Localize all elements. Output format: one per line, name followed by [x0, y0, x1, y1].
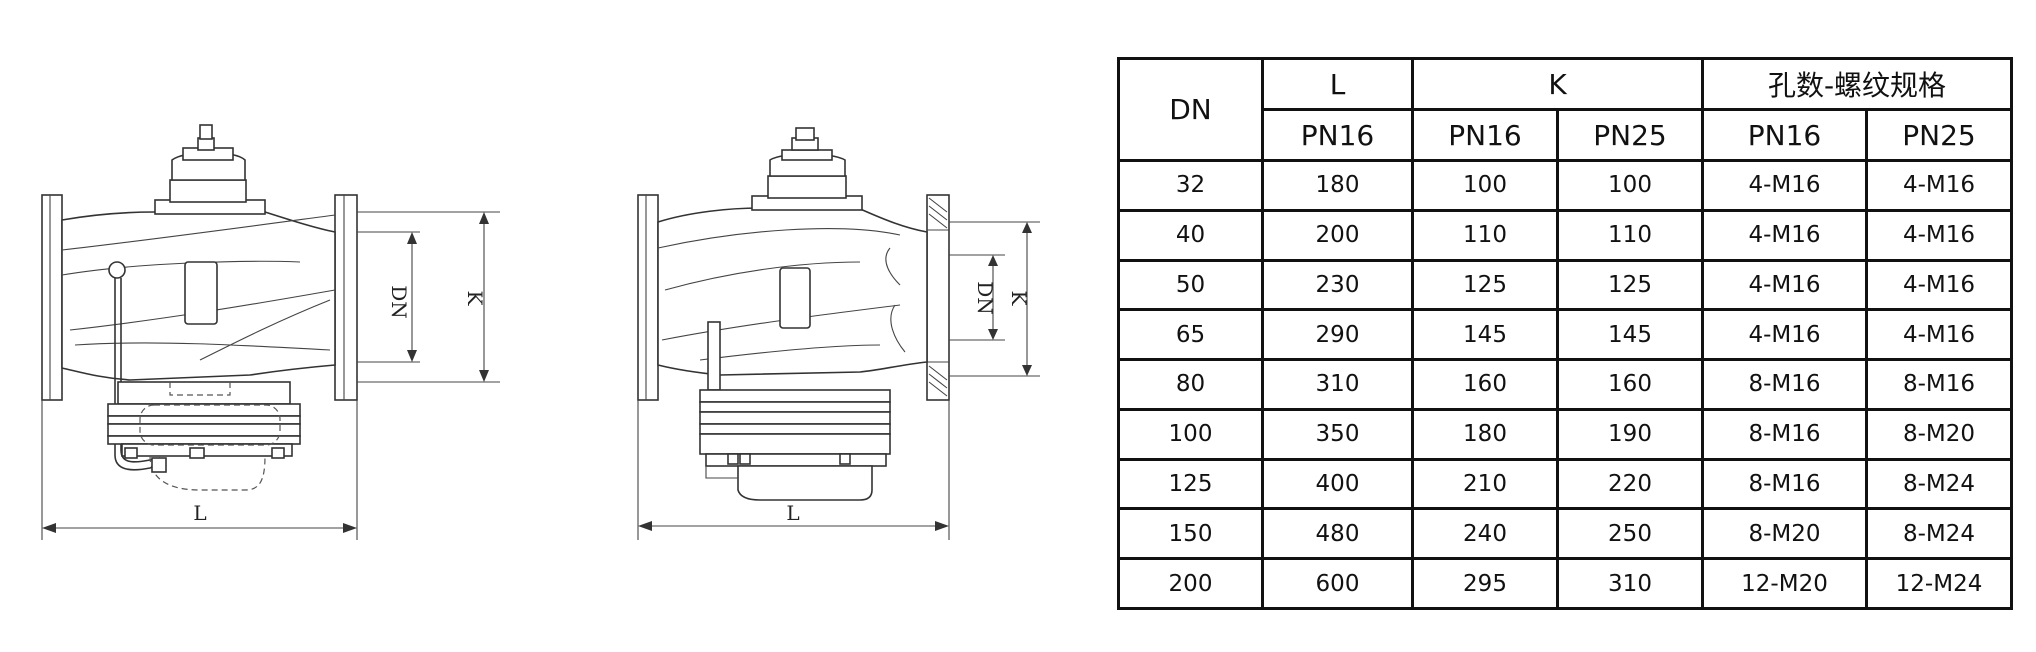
header-holes-thread: 孔数-螺纹规格: [1700, 57, 2014, 111]
right-k-label: K: [1007, 291, 1031, 307]
cell-k-pn25: 160: [1556, 358, 1704, 411]
cell-k-pn16: 160: [1411, 358, 1559, 411]
cell-l-pn16: 480: [1261, 507, 1414, 561]
cell-holes-pn25: 12-M24: [1864, 557, 2014, 610]
left-dn-label: DN: [387, 285, 411, 319]
cell-holes-pn25: 8-M24: [1864, 457, 2014, 511]
cell-holes-pn16: 4-M16: [1701, 159, 1868, 212]
cell-holes-pn16: 8-M16: [1701, 457, 1868, 511]
header-l-pn16: PN16: [1261, 108, 1414, 162]
cell-l-pn16: 230: [1261, 258, 1414, 312]
cell-holes-pn25: 8-M24: [1864, 507, 2014, 561]
cell-k-pn16: 180: [1411, 407, 1559, 461]
cell-l-pn16: 400: [1261, 457, 1414, 511]
cell-holes-pn16: 8-M16: [1701, 407, 1868, 461]
header-l: L: [1261, 57, 1414, 111]
table-row: 150 480 240 250 8-M20 8-M24: [1117, 507, 2014, 561]
cell-k-pn16: 110: [1411, 208, 1559, 262]
table-row: 32 180 100 100 4-M16 4-M16: [1117, 159, 2014, 212]
cell-l-pn16: 200: [1261, 208, 1414, 262]
table-header-row-1: DN L K 孔数-螺纹规格: [1117, 57, 2014, 162]
cell-dn: 100: [1117, 407, 1264, 461]
cell-k-pn25: 110: [1556, 208, 1704, 262]
table-header-row-2: PN16 PN16 PN25 PN16 PN25: [1119, 108, 2014, 162]
cell-k-pn25: 125: [1556, 258, 1704, 312]
cell-holes-pn16: 8-M20: [1701, 507, 1868, 561]
cell-l-pn16: 180: [1261, 159, 1414, 212]
cell-k-pn25: 145: [1556, 308, 1704, 362]
cell-holes-pn16: 4-M16: [1701, 208, 1868, 262]
cell-holes-pn25: 8-M16: [1864, 358, 2014, 411]
cell-holes-pn16: 8-M16: [1701, 358, 1868, 411]
cell-k-pn16: 125: [1411, 258, 1559, 312]
right-l-label: L: [786, 501, 799, 525]
cell-dn: 65: [1117, 308, 1264, 362]
header-holes-pn25: PN25: [1864, 108, 2014, 162]
cell-holes-pn25: 4-M16: [1864, 258, 2014, 312]
table-row: 65 290 145 145 4-M16 4-M16: [1117, 308, 2014, 362]
cell-dn: 150: [1117, 507, 1264, 561]
left-valve-drawing: DN K L: [41, 124, 500, 540]
cell-k-pn25: 220: [1556, 457, 1704, 511]
cell-k-pn16: 100: [1411, 159, 1559, 212]
cell-dn: 125: [1117, 457, 1264, 511]
cell-holes-pn16: 4-M16: [1701, 258, 1868, 312]
table-row: 125 400 210 220 8-M16 8-M24: [1117, 457, 2014, 511]
table-row: 200 600 295 310 12-M20 12-M24: [1117, 557, 2014, 610]
cell-k-pn25: 250: [1556, 507, 1704, 561]
valve-drawings: DN K L: [41, 124, 1040, 540]
cell-l-pn16: 290: [1261, 308, 1414, 362]
cell-dn: 40: [1117, 208, 1264, 262]
header-k-pn25: PN25: [1556, 108, 1704, 162]
cell-l-pn16: 350: [1261, 407, 1414, 461]
dimension-table: DN L K 孔数-螺纹规格 PN16 PN16 PN25 PN16 PN25 …: [1117, 57, 2014, 610]
cell-k-pn16: 145: [1411, 308, 1559, 362]
cell-holes-pn25: 8-M20: [1864, 407, 2014, 461]
cell-l-pn16: 310: [1261, 358, 1414, 411]
header-dn: DN: [1117, 57, 1264, 162]
cell-holes-pn25: 4-M16: [1864, 308, 2014, 362]
header-holes-pn16: PN16: [1701, 108, 1868, 162]
table-row: 80 310 160 160 8-M16 8-M16: [1117, 358, 2014, 411]
cell-dn: 50: [1117, 258, 1264, 312]
cell-k-pn16: 210: [1411, 457, 1559, 511]
left-l-label: L: [193, 501, 206, 525]
cell-k-pn16: 240: [1411, 507, 1559, 561]
header-k-pn16: PN16: [1411, 108, 1559, 162]
cell-k-pn25: 100: [1556, 159, 1704, 212]
cell-dn: 32: [1117, 159, 1264, 212]
right-dn-label: DN: [973, 281, 997, 315]
cell-dn: 80: [1117, 358, 1264, 411]
header-k: K: [1411, 57, 1704, 111]
cell-holes-pn16: 4-M16: [1701, 308, 1868, 362]
table-row: 100 350 180 190 8-M16 8-M20: [1117, 407, 2014, 461]
cell-l-pn16: 600: [1261, 557, 1414, 610]
cell-holes-pn25: 4-M16: [1864, 208, 2014, 262]
right-valve-drawing: DN K L: [637, 127, 1040, 540]
cell-k-pn25: 310: [1556, 557, 1704, 610]
table-row: 40 200 110 110 4-M16 4-M16: [1117, 208, 2014, 262]
cell-holes-pn25: 4-M16: [1864, 159, 2014, 212]
left-k-label: K: [463, 291, 487, 307]
table-row: 50 230 125 125 4-M16 4-M16: [1117, 258, 2014, 312]
cell-holes-pn16: 12-M20: [1701, 557, 1868, 610]
cell-dn: 200: [1117, 557, 1264, 610]
cell-k-pn16: 295: [1411, 557, 1559, 610]
cell-k-pn25: 190: [1556, 407, 1704, 461]
